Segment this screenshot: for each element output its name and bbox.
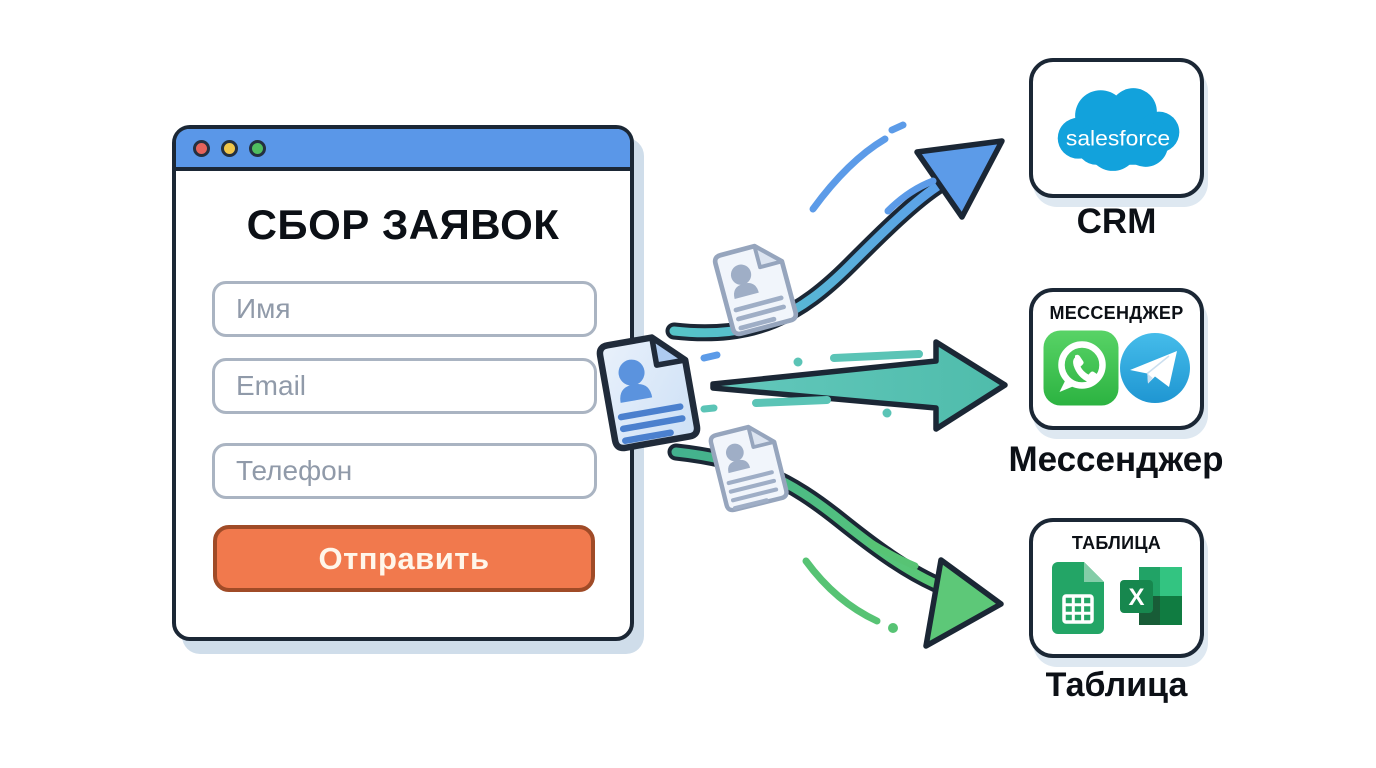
salesforce-wordmark: salesforce (1065, 126, 1169, 150)
table-label: Таблица (1045, 666, 1188, 704)
maximize-button-icon[interactable] (249, 139, 266, 157)
document-icon-bottom (708, 424, 789, 513)
document-icon-top (712, 243, 799, 337)
form-title: СБОР ЗАЯВОК (246, 201, 560, 248)
phone-input[interactable] (212, 443, 597, 499)
browser-titlebar (176, 129, 630, 171)
excel-icon: X (1119, 567, 1182, 625)
crm-label: CRM (1076, 202, 1157, 241)
crm-card: salesforce (1029, 58, 1204, 198)
submit-button[interactable]: Отправить (213, 525, 595, 592)
messenger-card: МЕССЕНДЖЕР (1029, 288, 1204, 430)
email-input[interactable] (212, 358, 597, 414)
arrow-to-messenger (700, 339, 1008, 432)
browser-window: СБОР ЗАЯВОК Отправить (172, 125, 634, 641)
name-input[interactable] (212, 281, 597, 337)
table-card: ТАБЛИЦА X (1029, 518, 1204, 658)
close-button-icon[interactable] (193, 139, 210, 157)
salesforce-logo-icon: salesforce (1057, 88, 1179, 171)
minimize-button-icon[interactable] (221, 139, 238, 157)
google-sheets-icon (1051, 562, 1104, 634)
excel-letter: X (1128, 584, 1144, 611)
table-card-title: ТАБЛИЦА (1071, 533, 1162, 553)
messenger-label: Мессенджер (1008, 440, 1224, 479)
messenger-card-title: МЕССЕНДЖЕР (1049, 303, 1184, 323)
arrow-to-crm (665, 121, 1005, 342)
arrow-to-table (667, 443, 1004, 649)
telegram-icon (1120, 333, 1190, 403)
whatsapp-icon (1043, 330, 1119, 406)
